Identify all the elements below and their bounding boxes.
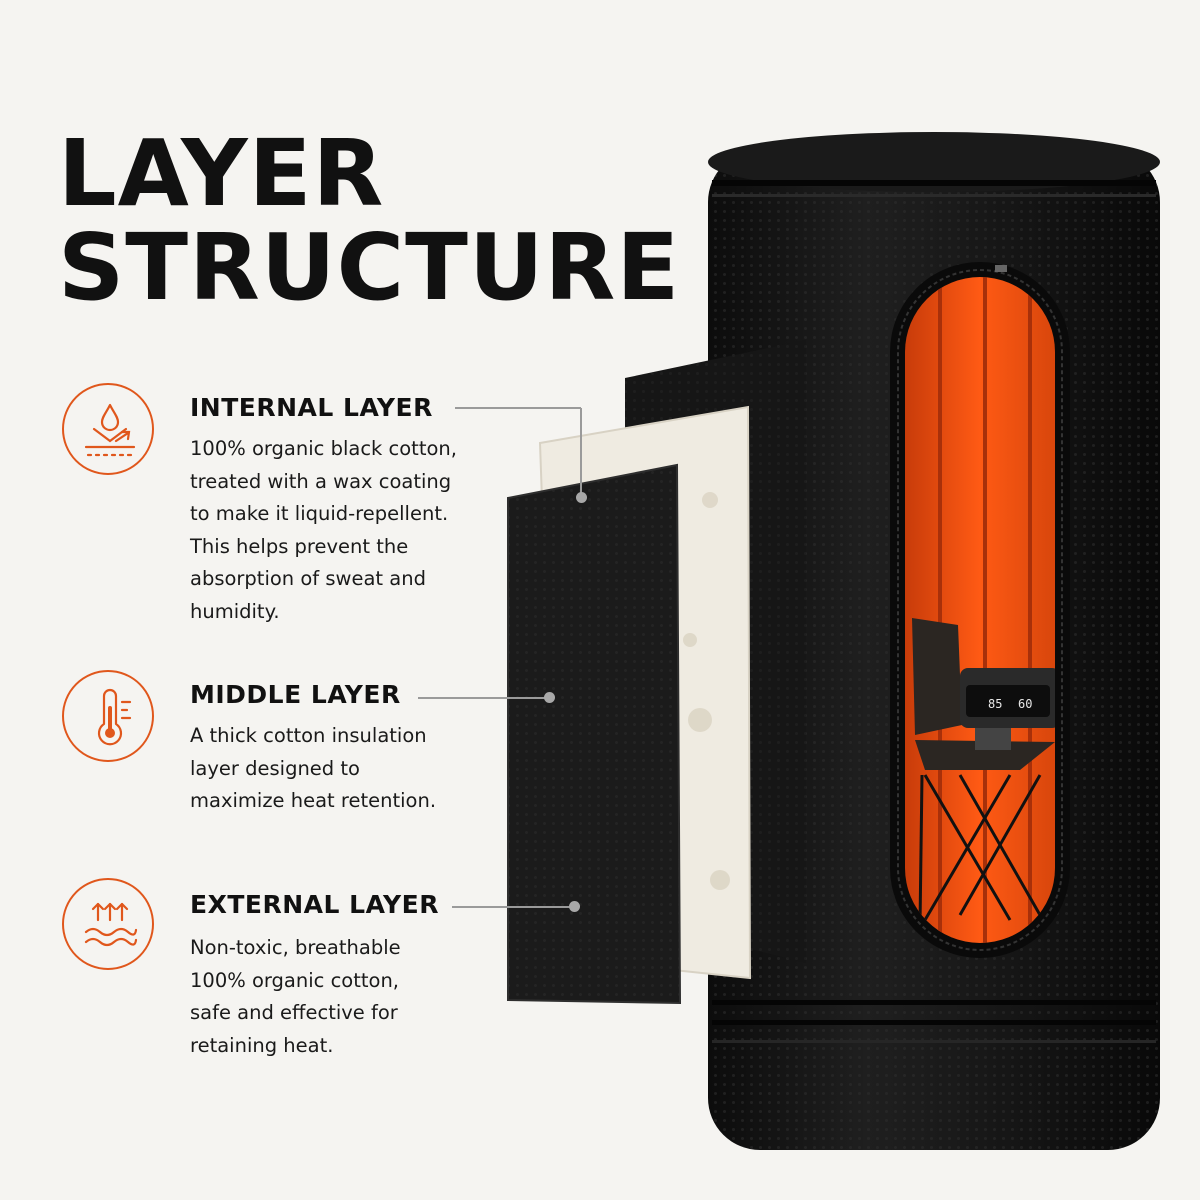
callout-dot-external (569, 901, 580, 912)
description-line: layer designed to (190, 756, 360, 780)
water-drop-repellent-icon (62, 383, 154, 475)
layer-panels (507, 340, 806, 1005)
description-line: humidity. (190, 599, 280, 623)
feature-description: A thick cotton insulation layer designed… (190, 720, 436, 818)
page-title: LAYER STRUCTURE (58, 128, 680, 316)
description-line: This helps prevent the (190, 534, 409, 558)
title-line-1: LAYER (58, 120, 385, 227)
thermometer-icon (62, 670, 154, 762)
sauna-window: 85 60 (890, 262, 1070, 958)
description-line: A thick cotton insulation (190, 724, 427, 747)
feature-title: MIDDLE LAYER (190, 680, 401, 709)
callout-dot-middle (544, 692, 555, 703)
leader-line-middle (418, 697, 548, 699)
heater-temp-right: 60 (1018, 697, 1032, 711)
leader-line-external (452, 906, 572, 908)
description-line: 100% organic black cotton, (190, 437, 457, 460)
leader-line-internal (455, 407, 581, 409)
heat-waves-icon (62, 878, 154, 970)
description-line: maximize heat retention. (190, 789, 437, 813)
feature-description: 100% organic black cotton, treated with … (190, 433, 457, 629)
feature-description: Non-toxic, breathable 100% organic cotto… (190, 932, 401, 1062)
description-line: to make it liquid-repellent. (190, 502, 449, 526)
description-line: Non-toxic, breathable (190, 936, 401, 959)
folding-chair (912, 618, 1055, 926)
feature-title: INTERNAL LAYER (190, 393, 433, 422)
feature-title: EXTERNAL LAYER (190, 890, 439, 919)
leader-line-internal-vertical (580, 408, 582, 496)
description-line: retaining heat. (190, 1033, 334, 1057)
title-line-2: STRUCTURE (58, 214, 681, 321)
description-line: safe and effective for (190, 1001, 398, 1025)
callout-dot-internal (576, 492, 587, 503)
external-layer-panel (507, 463, 682, 1005)
description-line: absorption of sweat and (190, 567, 426, 591)
heater-unit (960, 668, 1055, 750)
heater-temp-left: 85 (988, 697, 1002, 711)
description-line: 100% organic cotton, (190, 968, 400, 992)
description-line: treated with a wax coating (190, 469, 452, 493)
